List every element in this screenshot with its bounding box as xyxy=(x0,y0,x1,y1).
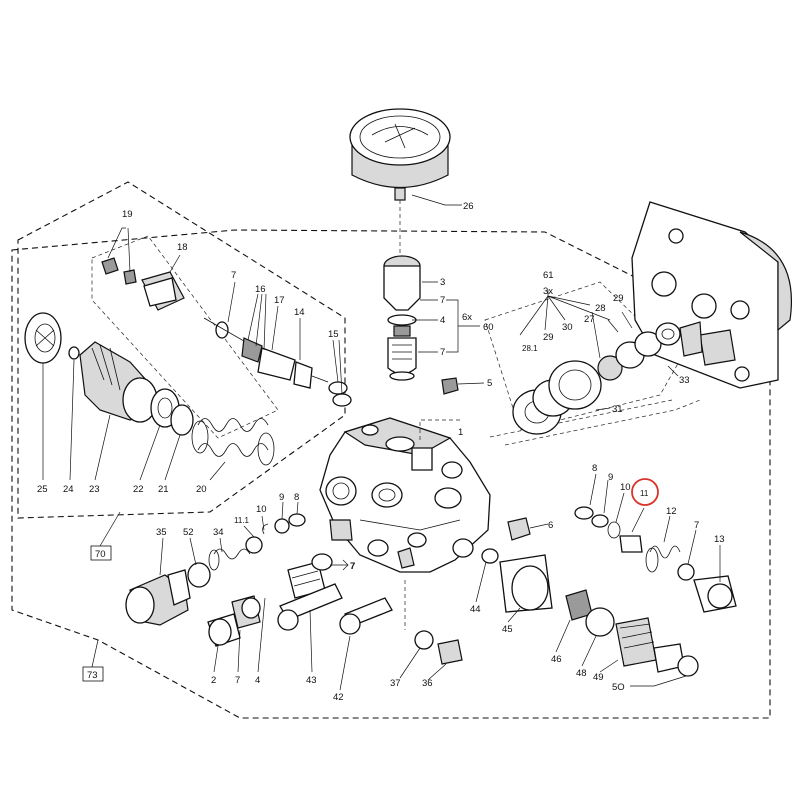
callout-2: 2 xyxy=(211,675,216,686)
boxed-label-70: 70 xyxy=(95,549,106,560)
callout-34: 34 xyxy=(213,527,224,538)
callout-15: 15 xyxy=(328,329,339,340)
highlight-circle xyxy=(631,478,659,506)
left-cluster xyxy=(24,312,275,466)
bottom-left-cluster xyxy=(125,513,333,626)
callout-9: 9 xyxy=(608,472,613,483)
callout-13: 13 xyxy=(714,534,725,545)
callout-8: 8 xyxy=(592,463,597,474)
callout-28-1: 28.1 xyxy=(522,344,538,353)
callout-29: 29 xyxy=(543,332,554,343)
callout-26: 26 xyxy=(463,201,474,212)
callout-20: 20 xyxy=(196,484,207,495)
callout-3: 3 xyxy=(440,277,445,288)
callout-44: 44 xyxy=(470,604,481,615)
callout-7-bold: 7 xyxy=(350,561,355,572)
box-70 xyxy=(90,545,112,561)
assembly-70-outline xyxy=(17,181,346,519)
callout-52: 52 xyxy=(183,527,194,538)
boxed-label-73: 73 xyxy=(87,670,98,681)
callout-17: 17 xyxy=(274,295,285,306)
callout-7: 7 xyxy=(440,295,445,306)
valve-stack xyxy=(383,200,421,381)
callout-12: 12 xyxy=(666,506,677,517)
pressure-gauge xyxy=(349,108,451,201)
piston-seals xyxy=(512,321,703,435)
callout-18: 18 xyxy=(177,242,188,253)
callout-7: 7 xyxy=(235,675,240,686)
callout-46: 46 xyxy=(551,654,562,665)
plug-5 xyxy=(441,377,459,395)
callout-19: 19 xyxy=(122,209,133,220)
callout-14: 14 xyxy=(294,307,305,318)
callout-7: 7 xyxy=(694,520,699,531)
callout-27: 27 xyxy=(584,314,595,325)
box-73 xyxy=(82,666,104,682)
callout-6: 6 xyxy=(548,520,553,531)
pump-head xyxy=(631,201,792,389)
callout-30: 30 xyxy=(562,322,573,333)
callout-5: 5 xyxy=(487,378,492,389)
callout-10: 10 xyxy=(620,482,631,493)
callout-42: 42 xyxy=(333,692,344,703)
callout-10: 10 xyxy=(256,504,267,515)
callout-33: 33 xyxy=(679,375,690,386)
callout-9: 9 xyxy=(279,492,284,503)
callout-60: 60 xyxy=(483,322,494,333)
callout-48: 48 xyxy=(576,668,587,679)
callout-3x: 3x xyxy=(543,286,553,297)
callout-4: 4 xyxy=(255,675,260,686)
callout-16: 16 xyxy=(255,284,266,295)
callout-11-highlighted: 11 xyxy=(640,489,649,498)
callout-37: 37 xyxy=(390,678,401,689)
callout-11-1: 11.1 xyxy=(234,516,250,525)
callout-35: 35 xyxy=(156,527,167,538)
bottom-fittings xyxy=(207,583,393,647)
callout-1: 1 xyxy=(458,427,463,438)
callout-28: 28 xyxy=(595,303,606,314)
callout-23: 23 xyxy=(89,484,100,495)
callout-6x: 6x xyxy=(462,312,472,323)
plug-6 xyxy=(507,517,531,541)
callout-24: 24 xyxy=(63,484,74,495)
callout-21: 21 xyxy=(158,484,169,495)
callout-31: 31 xyxy=(612,404,623,415)
callout-29: 29 xyxy=(613,293,624,304)
callout-22: 22 xyxy=(133,484,144,495)
subassembly-inner-outline xyxy=(91,235,279,439)
assembly-73-outline xyxy=(11,229,771,719)
arrow-7 xyxy=(330,559,349,571)
callout-7: 7 xyxy=(440,347,445,358)
right-lower-cluster xyxy=(574,506,737,613)
callout-25: 25 xyxy=(37,484,48,495)
callout-45: 45 xyxy=(502,624,513,635)
callout-43: 43 xyxy=(306,675,317,686)
callout-4: 4 xyxy=(440,315,445,326)
callout-36: 36 xyxy=(422,678,433,689)
manifold-body xyxy=(319,417,491,573)
callout-49: 49 xyxy=(593,672,604,683)
callout-7: 7 xyxy=(231,270,236,281)
bottom-right-cluster xyxy=(404,548,699,677)
callout-8: 8 xyxy=(294,492,299,503)
callout-61: 61 xyxy=(543,270,554,281)
callout-5O: 5O xyxy=(612,682,625,693)
